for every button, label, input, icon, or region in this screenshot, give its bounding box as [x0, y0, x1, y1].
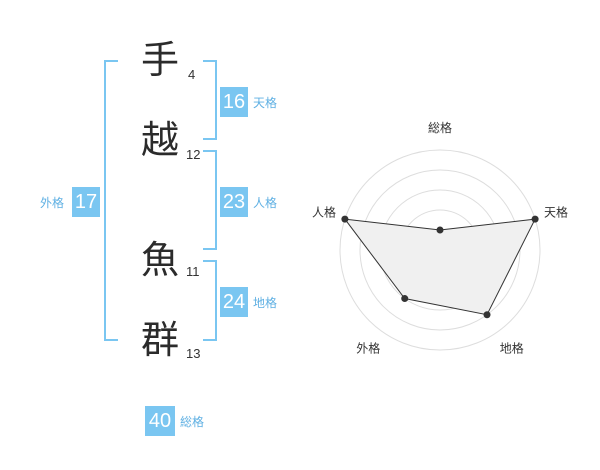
tenkaku-value: 16 — [220, 87, 248, 117]
name-char-4: 群 — [141, 318, 180, 362]
radar-point-5 — [341, 215, 349, 223]
soukaku-value: 40 — [145, 406, 175, 436]
radar-axis-label-3: 地格 — [500, 341, 524, 356]
stroke-count-3: 11 — [186, 264, 200, 279]
chikaku-label: 地格 — [253, 296, 278, 310]
radar-polygon — [343, 218, 536, 316]
gaikaku-bracket — [104, 60, 118, 341]
stroke-count-4: 13 — [186, 346, 201, 361]
chikaku-value: 24 — [220, 287, 248, 317]
radar-axis-label-5: 人格 — [312, 204, 336, 219]
radar-axis-label-2: 天格 — [544, 204, 568, 219]
radar-ring-5 — [339, 149, 541, 351]
tenkaku-bracket — [203, 60, 217, 140]
radar-axis-label-1: 総格 — [428, 120, 452, 135]
gaikaku-label: 外格 — [40, 196, 65, 210]
name-char-2: 越 — [141, 118, 180, 162]
jinkaku-value: 23 — [220, 187, 248, 217]
radar-axis-label-4: 外格 — [356, 341, 380, 356]
radar-point-4 — [401, 295, 409, 303]
jinkaku-label: 人格 — [253, 196, 278, 210]
radar-point-1 — [436, 226, 444, 234]
stroke-count-2: 12 — [186, 147, 201, 162]
radar-point-2 — [531, 215, 539, 223]
name-char-1: 手 — [141, 38, 180, 82]
jinkaku-bracket — [203, 150, 217, 250]
stroke-count-1: 4 — [188, 67, 196, 82]
gaikaku-value: 17 — [72, 187, 100, 217]
name-char-3: 魚 — [141, 238, 180, 282]
chikaku-bracket — [203, 260, 217, 341]
soukaku-label: 総格 — [180, 415, 205, 429]
tenkaku-label: 天格 — [253, 96, 278, 110]
radar-point-3 — [483, 311, 491, 319]
